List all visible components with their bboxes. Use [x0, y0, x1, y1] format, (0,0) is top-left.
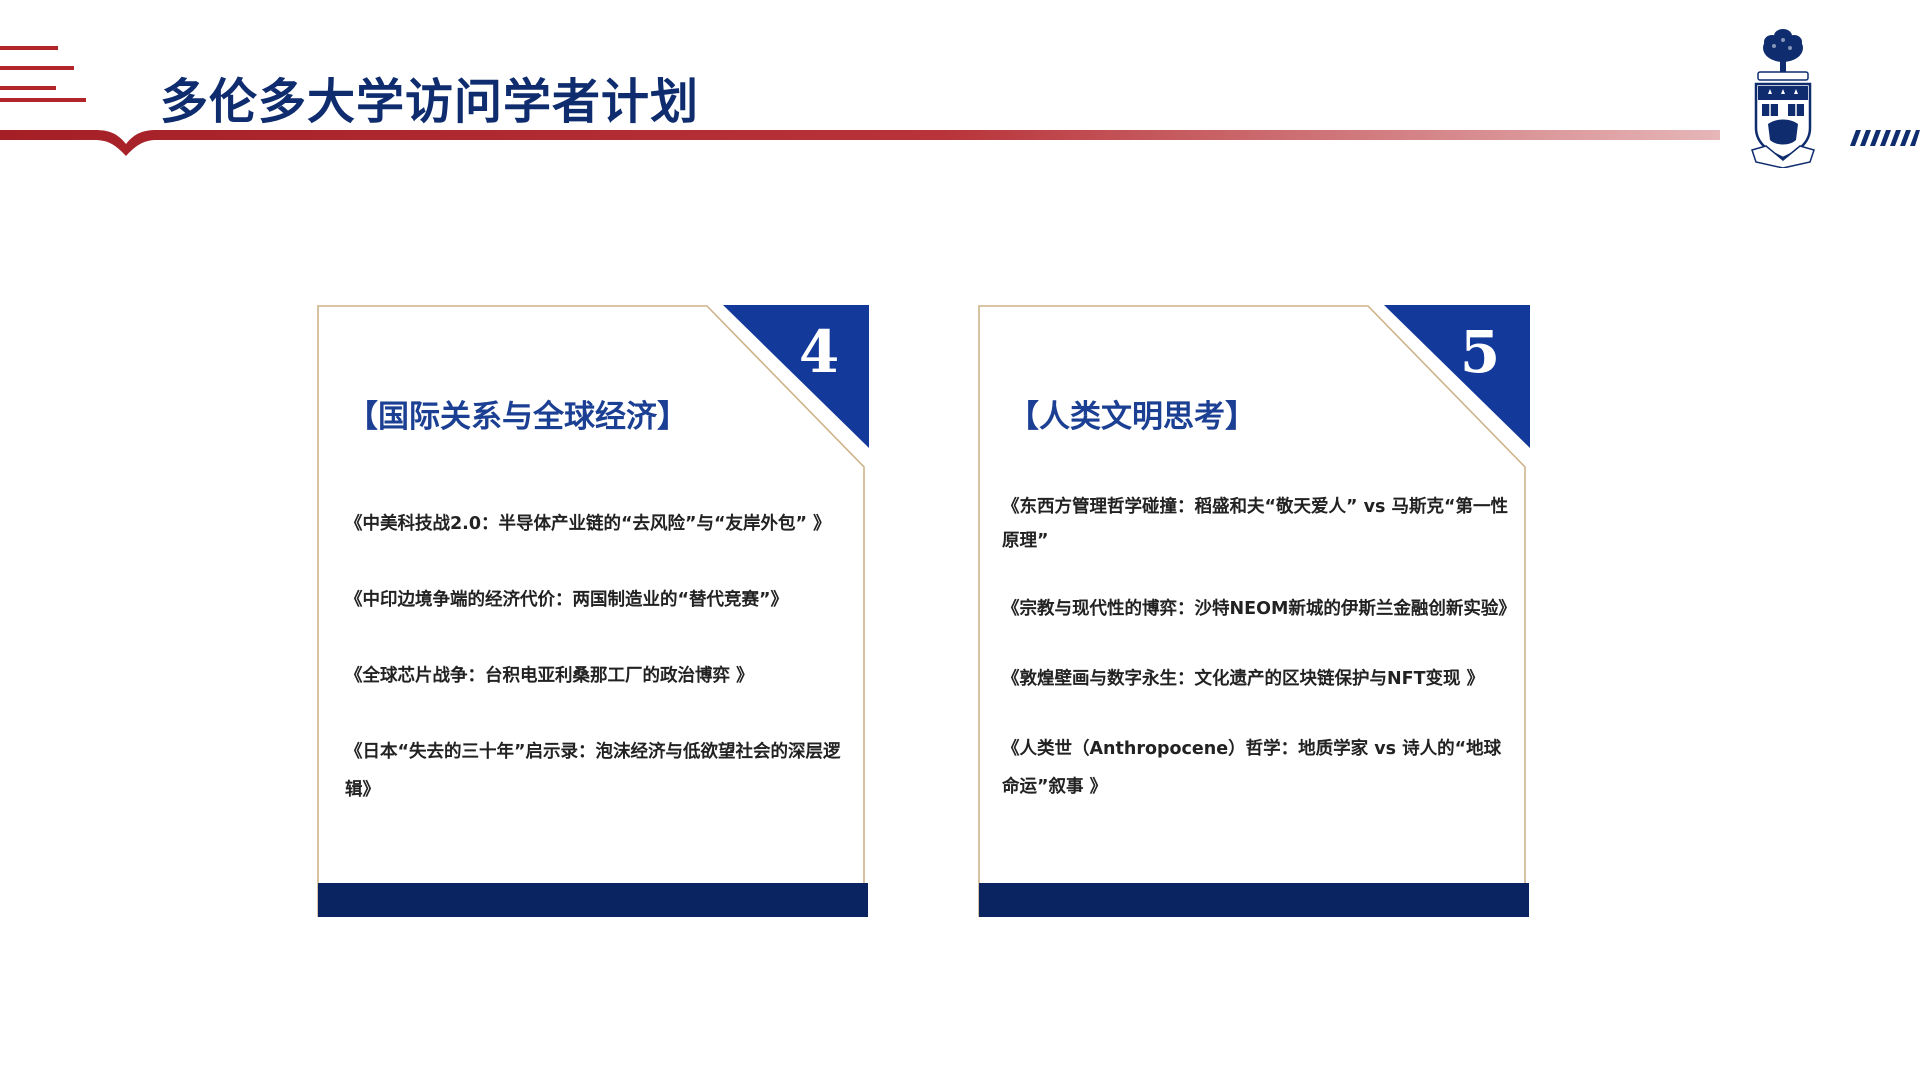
card-heading: 【国际关系与全球经济】 [347, 399, 688, 435]
list-item: 《中印边境争端的经济代价：两国制造业的“替代竞赛”》 [345, 590, 789, 610]
list-item: 《宗教与现代性的博弈：沙特NEOM新城的伊斯兰金融创新实验》 [1002, 599, 1516, 619]
card-border [978, 305, 1526, 917]
topic-list: 《中美科技战2.0：半导体产业链的“去风险”与“友岸外包” 》 《中印边境争端的… [345, 505, 841, 847]
topic-card-international: 4 【国际关系与全球经济】 《中美科技战2.0：半导体产业链的“去风险”与“友岸… [317, 305, 869, 917]
card-number: 4 [798, 318, 840, 386]
red-lines-icon [0, 40, 90, 110]
card-footer-bar [318, 883, 868, 917]
list-item: 《全球芯片战争：台积电亚利桑那工厂的政治博弈 》 [345, 666, 754, 686]
page-title: 多伦多大学访问学者计划 [160, 74, 700, 130]
list-item: 《日本“失去的三十年”启示录：泡沫经济与低欲望社会的深层逻辑》 [345, 742, 841, 800]
card-heading: 【人类文明思考】 [1008, 399, 1256, 435]
list-item: 《中美科技战2.0：半导体产业链的“去风险”与“友岸外包” 》 [345, 514, 831, 534]
list-item: 《敦煌壁画与数字永生：文化遗产的区块链保护与NFT变现 》 [1002, 669, 1485, 689]
card-corner-badge [723, 305, 869, 448]
university-crest-icon [1751, 29, 1815, 168]
slash-pattern-icon [1850, 130, 1920, 146]
list-item: 《人类世（Anthropocene）哲学：地质学家 vs 诗人的“地球命运”叙事… [1002, 739, 1502, 797]
card-border [317, 305, 865, 917]
card-corner-badge [1384, 305, 1530, 448]
card-number: 5 [1459, 318, 1501, 386]
topic-card-civilization: 5 【人类文明思考】 《东西方管理哲学碰撞：稻盛和夫“敬天爱人” vs 马斯克“… [978, 305, 1530, 917]
topic-list: 《东西方管理哲学碰撞：稻盛和夫“敬天爱人” vs 马斯克“第一性原理” 《宗教与… [1002, 490, 1516, 838]
header-divider [0, 130, 1720, 156]
list-item: 《东西方管理哲学碰撞：稻盛和夫“敬天爱人” vs 马斯克“第一性原理” [1002, 497, 1509, 551]
card-footer-bar [979, 883, 1529, 917]
